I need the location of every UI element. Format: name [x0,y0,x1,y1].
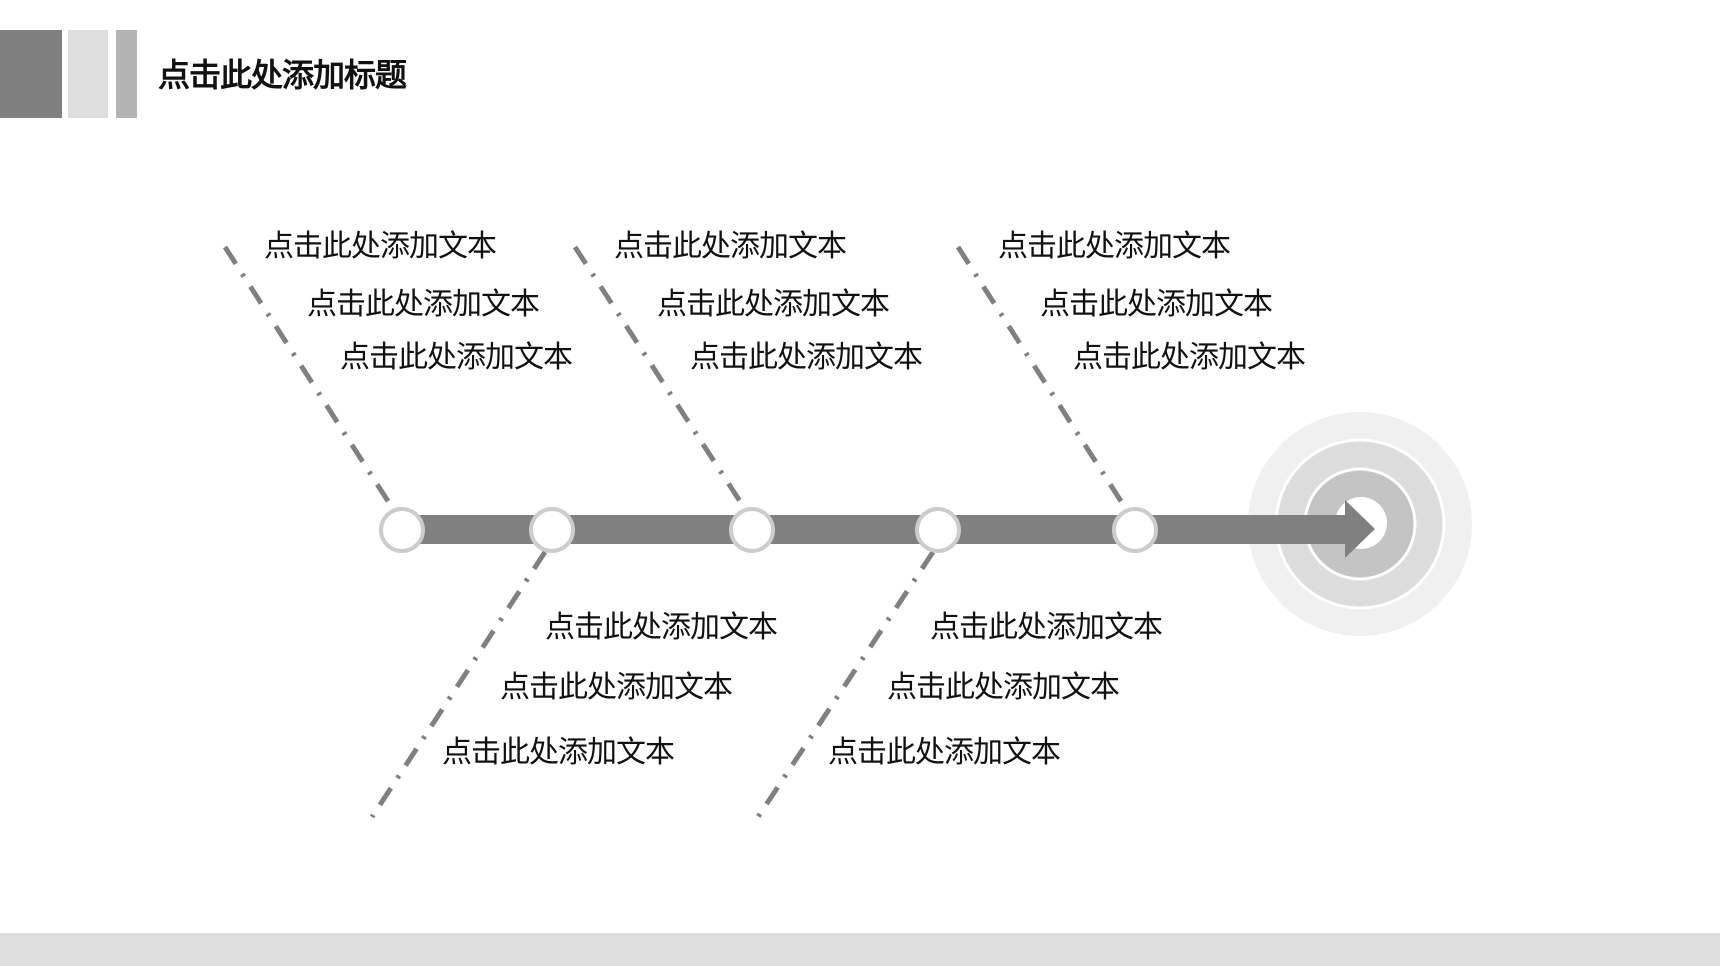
branch-top-3-text-3[interactable]: 点击此处添加文本 [1073,340,1306,375]
branch-line-bottom-2 [755,550,936,819]
branch-top-3-text-1[interactable]: 点击此处添加文本 [998,229,1231,264]
slide-title[interactable]: 点击此处添加标题 [158,56,407,94]
branch-line-bottom-1 [369,550,548,819]
branch-top-2-text-3[interactable]: 点击此处添加文本 [690,340,923,375]
timeline-node-3 [729,507,775,553]
footer-band [0,933,1720,966]
branch-bottom-1-text-1[interactable]: 点击此处添加文本 [545,610,778,645]
branch-line-top-3 [955,245,1129,511]
header-block-dark [0,30,62,118]
branch-top-2-text-1[interactable]: 点击此处添加文本 [614,229,847,264]
timeline-node-1 [379,507,425,553]
timeline-node-5 [1112,507,1158,553]
branch-bottom-2-text-1[interactable]: 点击此处添加文本 [930,610,1163,645]
header-block-mid [116,30,137,118]
branch-top-1-text-2[interactable]: 点击此处添加文本 [307,287,540,322]
branch-bottom-1-text-2[interactable]: 点击此处添加文本 [500,670,733,705]
branch-bottom-2-text-2[interactable]: 点击此处添加文本 [887,670,1120,705]
branch-top-3-text-2[interactable]: 点击此处添加文本 [1040,287,1273,322]
branch-bottom-1-text-3[interactable]: 点击此处添加文本 [442,735,675,770]
timeline-node-2 [529,507,575,553]
header-block-light [68,30,108,118]
branch-line-top-2 [572,245,748,511]
branch-top-2-text-2[interactable]: 点击此处添加文本 [657,287,890,322]
branch-bottom-2-text-3[interactable]: 点击此处添加文本 [828,735,1061,770]
branch-top-1-text-1[interactable]: 点击此处添加文本 [264,229,497,264]
timeline-node-4 [915,507,961,553]
branch-line-top-1 [222,245,396,511]
branch-top-1-text-3[interactable]: 点击此处添加文本 [340,340,573,375]
